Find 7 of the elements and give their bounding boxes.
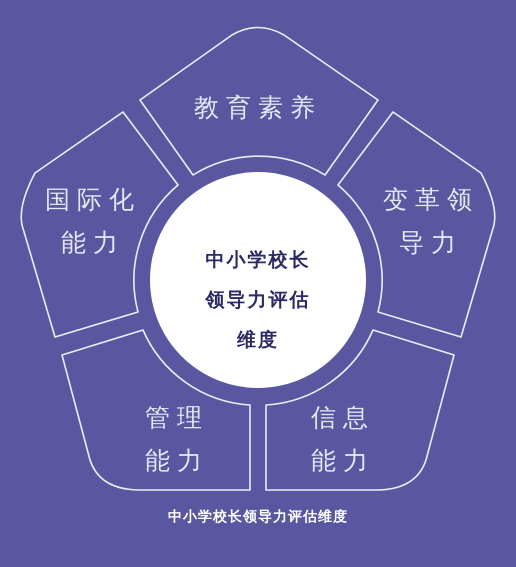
center-title: 中小学校长领导力评估维度	[204, 248, 312, 353]
dimension-label: 管理能力	[144, 402, 210, 477]
dimension-label: 国际化能力	[44, 184, 142, 259]
dimension-label: 教育素养	[193, 92, 323, 124]
caption: 中小学校长领导力评估维度	[167, 508, 349, 526]
dimension-label: 信息能力	[310, 402, 376, 477]
dimension-label: 变革领导力	[382, 184, 480, 259]
